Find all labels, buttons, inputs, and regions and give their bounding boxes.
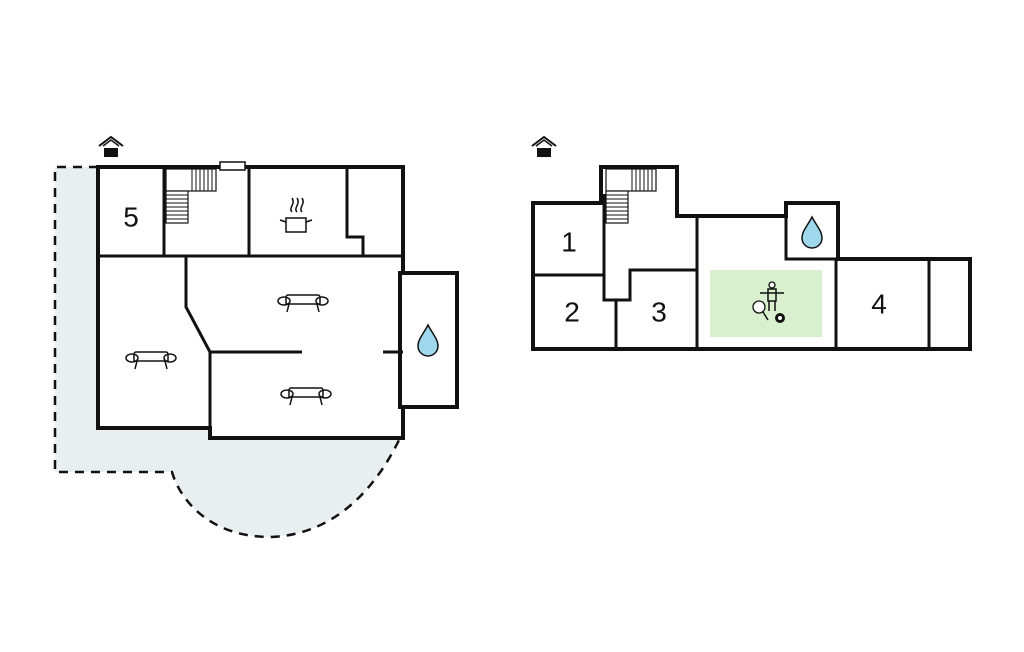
room-1-label: 1	[561, 227, 577, 258]
outer-wall	[96, 165, 459, 440]
house-entrance-icon	[531, 136, 557, 158]
window	[219, 161, 246, 171]
sofa-icon	[277, 294, 329, 313]
ground-floor-plan: 5	[53, 136, 459, 539]
sofa-icon	[125, 351, 177, 370]
staircase	[165, 168, 217, 224]
outer-wall	[531, 165, 972, 351]
room-3-label: 3	[651, 297, 667, 328]
interior-walls	[533, 194, 931, 349]
water-drop-icon	[801, 216, 823, 249]
game-room-highlight	[710, 270, 822, 337]
lower-floor-plan: 1 2 3 4	[531, 136, 972, 351]
games-icon	[752, 281, 785, 323]
room-4-label: 4	[871, 289, 887, 320]
water-drop-icon	[417, 324, 439, 357]
cooking-pot-icon	[279, 197, 313, 233]
room-2-label: 2	[564, 297, 580, 328]
sofa-icon	[280, 387, 332, 406]
interior-walls	[98, 167, 403, 438]
staircase	[605, 168, 657, 224]
terrace	[55, 167, 400, 537]
room-5-label: 5	[123, 202, 139, 233]
house-entrance-icon	[98, 136, 124, 158]
